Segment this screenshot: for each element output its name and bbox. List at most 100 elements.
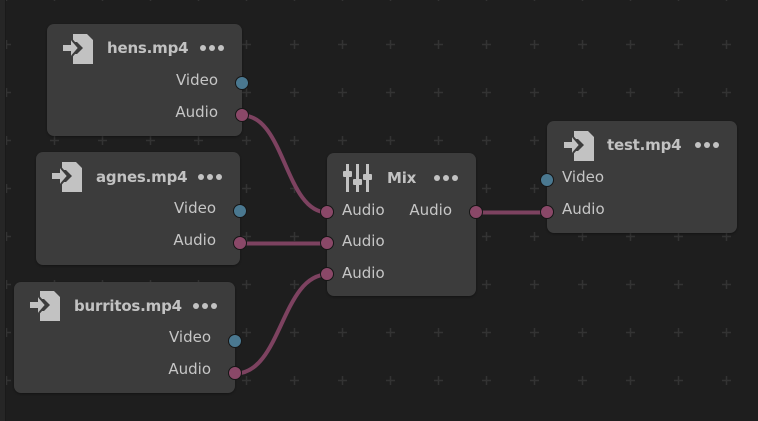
audio-connection-wire[interactable]	[235, 272, 328, 376]
grid-plus-mark	[242, 280, 251, 289]
node-agnes[interactable]: agnes.mp4 Video Audio	[36, 152, 240, 265]
output-label-video: Video	[175, 71, 218, 89]
grid-plus-mark	[722, 232, 731, 241]
port-burritos-audio-out[interactable]	[228, 366, 242, 380]
grid-plus-mark	[533, 0, 536, 1]
grid-plus-mark	[674, 232, 683, 241]
grid-plus-mark	[530, 280, 539, 289]
file-import-icon	[52, 162, 82, 192]
grid-plus-mark	[674, 280, 683, 289]
grid-plus-mark	[722, 328, 731, 337]
more-dots-icon[interactable]	[695, 140, 721, 150]
grid-plus-mark	[629, 0, 632, 1]
grid-plus-mark	[530, 40, 539, 49]
node-mix[interactable]: Mix Audio Audio Audio Audio	[327, 153, 476, 296]
grid-plus-mark	[386, 136, 395, 145]
grid-plus-mark	[290, 232, 299, 241]
node-test[interactable]: test.mp4 Video Audio	[547, 121, 737, 233]
grid-plus-mark	[482, 88, 491, 97]
grid-plus-mark	[101, 0, 104, 1]
grid-plus-mark	[485, 0, 488, 1]
grid-plus-mark	[482, 232, 491, 241]
grid-plus-mark	[626, 88, 635, 97]
more-dots-icon[interactable]	[434, 173, 460, 183]
grid-plus-mark	[482, 40, 491, 49]
grid-plus-mark	[242, 328, 251, 337]
grid-plus-mark	[578, 88, 587, 97]
grid-plus-mark	[722, 88, 731, 97]
node-header[interactable]: test.mp4	[547, 121, 737, 165]
input-label-audio: Audio	[562, 200, 605, 218]
more-dots-icon[interactable]	[193, 301, 219, 311]
grid-plus-mark	[338, 88, 347, 97]
grid-plus-mark	[578, 232, 587, 241]
grid-plus-mark	[386, 40, 395, 49]
node-header[interactable]: hens.mp4	[47, 24, 242, 68]
grid-plus-mark	[482, 184, 491, 193]
node-hens[interactable]: hens.mp4 Video Audio	[47, 24, 242, 136]
grid-plus-mark	[725, 0, 728, 1]
port-mix-audio-in-2[interactable]	[320, 236, 334, 250]
grid-plus-mark	[530, 184, 539, 193]
port-burritos-video-out[interactable]	[228, 334, 242, 348]
grid-plus-mark	[386, 376, 395, 385]
grid-plus-mark	[578, 40, 587, 49]
port-agnes-audio-out[interactable]	[233, 236, 247, 250]
grid-plus-mark	[290, 328, 299, 337]
port-hens-video-out[interactable]	[235, 76, 249, 90]
port-mix-audio-in-1[interactable]	[320, 205, 334, 219]
more-dots-icon[interactable]	[200, 43, 226, 53]
grid-plus-mark	[482, 280, 491, 289]
grid-plus-mark	[437, 0, 440, 1]
file-import-icon	[30, 291, 60, 321]
grid-plus-mark	[242, 136, 251, 145]
grid-plus-mark	[386, 328, 395, 337]
grid-plus-mark	[149, 0, 152, 1]
node-header[interactable]: burritos.mp4	[14, 282, 235, 326]
grid-plus-mark	[482, 136, 491, 145]
grid-plus-mark	[338, 40, 347, 49]
grid-plus-mark	[50, 136, 59, 145]
grid-plus-mark	[338, 328, 347, 337]
left-panel-edge	[0, 0, 6, 421]
grid-plus-mark	[290, 280, 299, 289]
output-label-audio: Audio	[175, 103, 218, 121]
grid-plus-mark	[482, 376, 491, 385]
grid-plus-mark	[194, 136, 203, 145]
grid-plus-mark	[338, 136, 347, 145]
input-label-audio: Audio	[342, 201, 385, 219]
grid-plus-mark	[581, 0, 584, 1]
grid-plus-mark	[626, 232, 635, 241]
port-test-audio-in[interactable]	[540, 205, 554, 219]
grid-plus-mark	[722, 280, 731, 289]
grid-plus-mark	[626, 328, 635, 337]
grid-plus-mark	[434, 328, 443, 337]
grid-plus-mark	[674, 88, 683, 97]
grid-plus-mark	[146, 136, 155, 145]
port-test-video-in[interactable]	[540, 173, 554, 187]
input-label-audio: Audio	[342, 232, 385, 250]
grid-plus-mark	[290, 376, 299, 385]
port-mix-audio-out[interactable]	[469, 205, 483, 219]
grid-plus-mark	[530, 376, 539, 385]
node-header[interactable]: Mix	[327, 153, 476, 197]
port-agnes-video-out[interactable]	[233, 204, 247, 218]
grid-plus-mark	[434, 40, 443, 49]
grid-plus-mark	[242, 184, 251, 193]
port-hens-audio-out[interactable]	[235, 108, 249, 122]
node-header[interactable]: agnes.mp4	[36, 152, 240, 196]
grid-plus-mark	[578, 376, 587, 385]
node-burritos[interactable]: burritos.mp4 Video Audio	[14, 282, 235, 393]
more-dots-icon[interactable]	[198, 172, 224, 182]
grid-plus-mark	[434, 136, 443, 145]
grid-plus-mark	[53, 0, 56, 1]
grid-plus-mark	[242, 40, 251, 49]
audio-connection-wire[interactable]	[242, 113, 328, 215]
grid-plus-mark	[677, 0, 680, 1]
grid-plus-mark	[197, 0, 200, 1]
grid-plus-mark	[530, 88, 539, 97]
port-mix-audio-in-3[interactable]	[320, 267, 334, 281]
grid-plus-mark	[434, 88, 443, 97]
grid-plus-mark	[290, 88, 299, 97]
grid-plus-mark	[389, 0, 392, 1]
